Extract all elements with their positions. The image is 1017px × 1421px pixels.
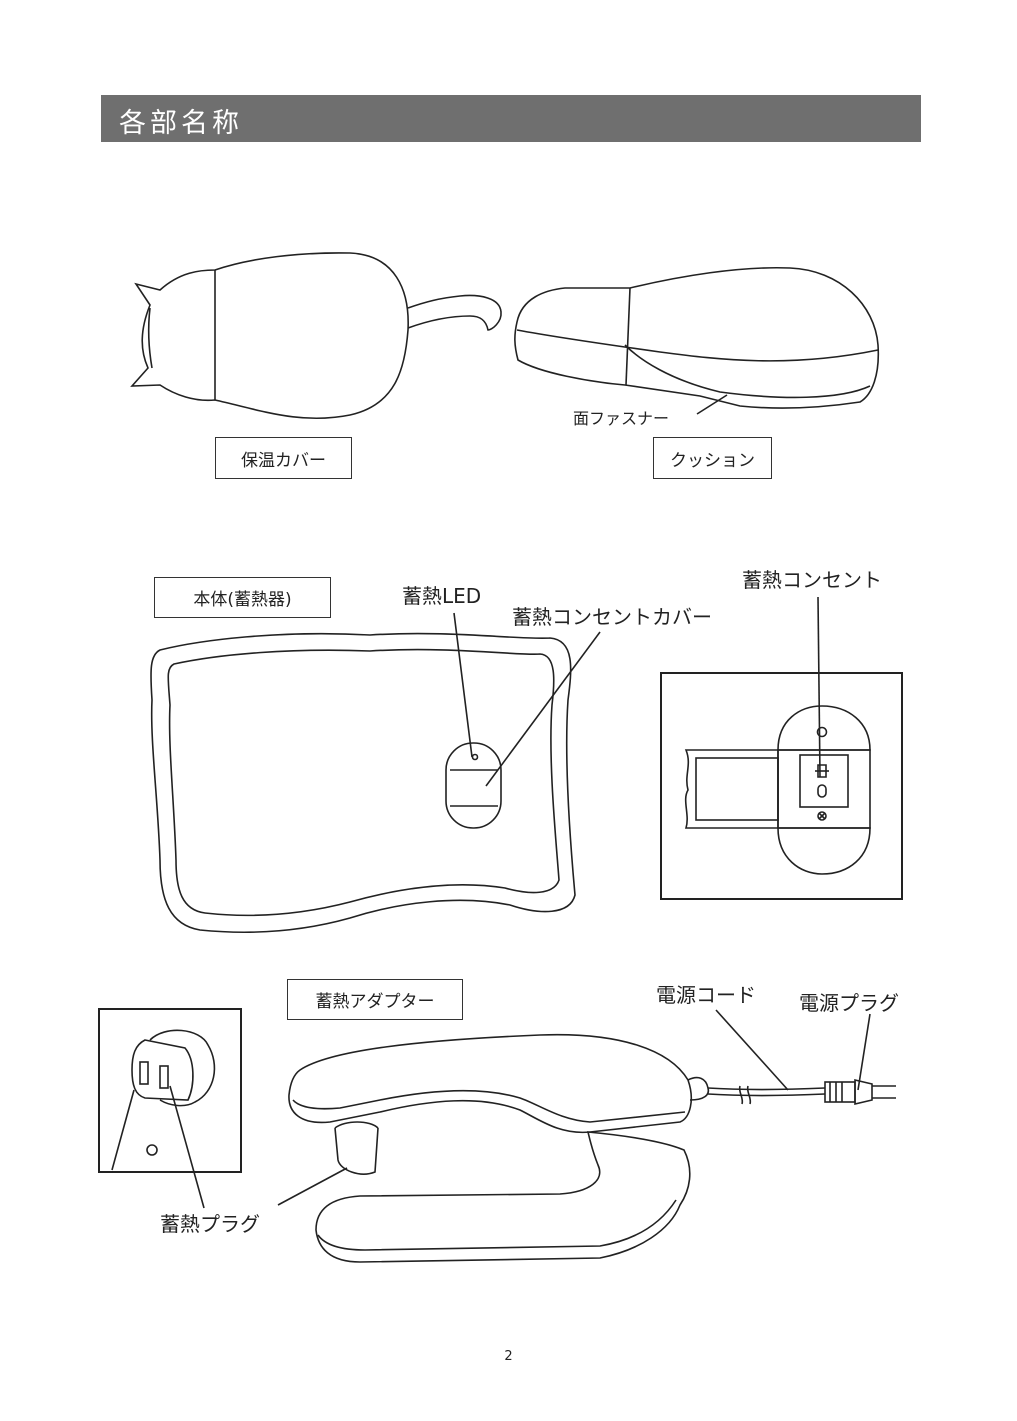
fastener-label: 面ファスナー — [573, 405, 669, 429]
outlet-label: 蓄熱コンセント — [742, 564, 882, 593]
power-cord-illustration — [708, 1080, 896, 1104]
power-cord-label: 電源コード — [656, 979, 756, 1008]
power-plug-label: 電源プラグ — [799, 987, 899, 1016]
cover-illustration — [132, 253, 501, 418]
cushion-illustration — [515, 268, 878, 408]
cushion-label: クッション — [653, 437, 772, 479]
body-label: 本体(蓄熱器) — [154, 577, 331, 618]
plug-detail-inset — [99, 1009, 241, 1172]
adapter-label: 蓄熱アダプター — [287, 979, 463, 1020]
led-label: 蓄熱LED — [402, 580, 481, 609]
outlet-cover-label: 蓄熱コンセントカバー — [512, 601, 712, 630]
fastener-leader-line — [697, 395, 727, 414]
heat-plug-label: 蓄熱プラグ — [160, 1208, 260, 1237]
heat-plug-leader-line-adapter — [278, 1168, 347, 1205]
adapter-illustration — [289, 1035, 708, 1262]
power-cord-leader-line — [716, 1010, 788, 1090]
power-plug-leader-line — [858, 1014, 870, 1090]
page-number: 2 — [0, 1349, 1017, 1364]
outlet-detail-inset — [661, 673, 902, 899]
body-illustration — [151, 634, 575, 933]
cover-label: 保温カバー — [215, 437, 352, 479]
